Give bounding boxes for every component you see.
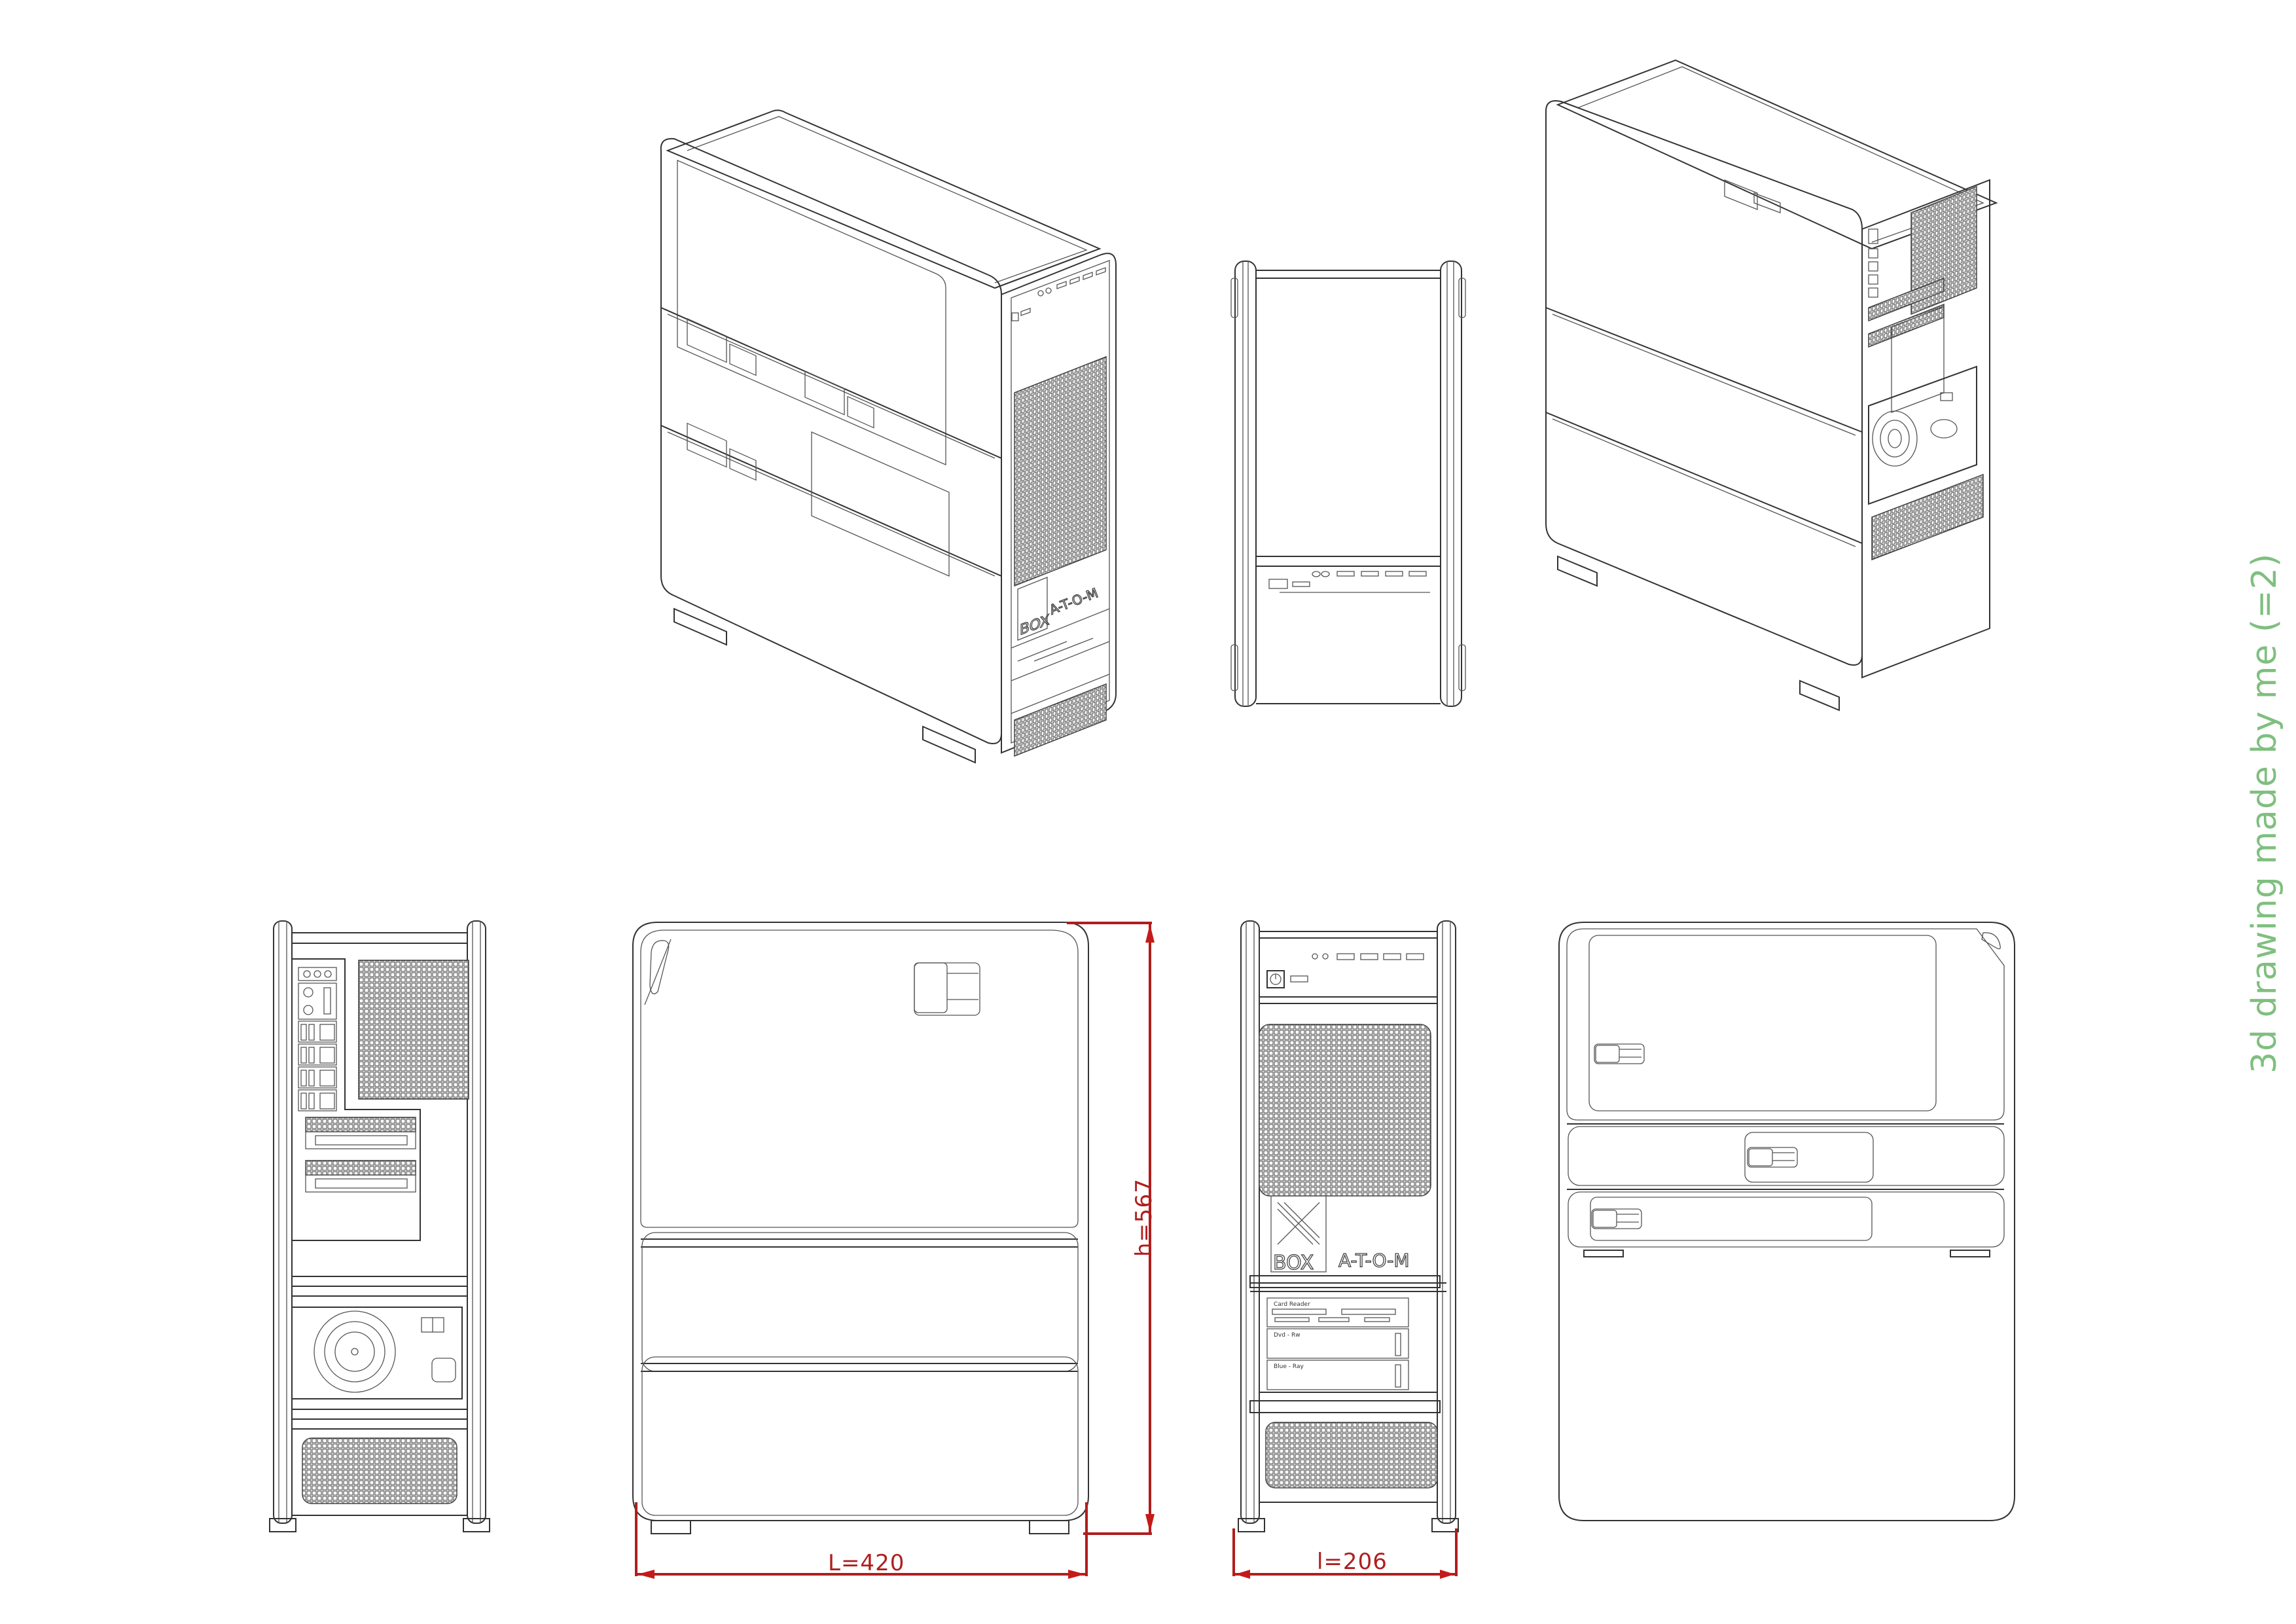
rear-audio-jacks xyxy=(298,967,337,981)
front-audio-jacks xyxy=(1312,953,1329,960)
expansion-card-1 xyxy=(305,1117,416,1149)
power-button[interactable] xyxy=(1266,970,1285,988)
bay-dvd-rw[interactable]: Dvd - Rw xyxy=(1266,1328,1409,1359)
front-usb-ports[interactable] xyxy=(1336,953,1424,960)
width-dimension-label: l=206 xyxy=(1317,1549,1388,1575)
svg-text:Dvd - Rw: Dvd - Rw xyxy=(1274,1332,1300,1339)
rear-exhaust-grille xyxy=(358,960,469,1100)
drawer-handle-1[interactable] xyxy=(1747,1147,1798,1168)
front-bottom-grille xyxy=(1265,1422,1438,1489)
top-view xyxy=(1230,259,1466,710)
length-dimension-label: L=420 xyxy=(828,1550,905,1576)
brand-logo: BOX xyxy=(1270,1195,1327,1275)
side-panel-handle[interactable] xyxy=(914,962,980,1016)
bay-blu-ray[interactable]: Blue - Ray xyxy=(1266,1360,1409,1390)
right-side-view xyxy=(1558,920,2016,1535)
author-caption: 3d drawing made by me (=2) xyxy=(2245,552,2284,1074)
left-side-view xyxy=(632,920,1090,1535)
model-name: A-T-O-M xyxy=(1338,1250,1410,1271)
rear-video-port xyxy=(298,983,337,1020)
front-usb-single[interactable] xyxy=(1290,975,1308,983)
svg-text:BOX: BOX xyxy=(1273,1252,1314,1274)
svg-text:Card Reader: Card Reader xyxy=(1274,1301,1310,1308)
expansion-card-2 xyxy=(305,1160,416,1193)
rear-bottom-grille xyxy=(302,1437,457,1504)
iso-back-view xyxy=(1538,46,2003,812)
psu xyxy=(291,1307,463,1399)
bay-card-reader[interactable]: Card Reader xyxy=(1266,1297,1409,1327)
drawer-handle-2[interactable] xyxy=(1591,1208,1642,1229)
iso-front-view: BOX A-T-O-M xyxy=(648,52,1132,812)
rear-usb-ports xyxy=(298,1020,337,1111)
svg-text:Blue - Ray: Blue - Ray xyxy=(1274,1363,1304,1370)
front-view: BOX A-T-O-M Card Reader Dvd - Rw Blue - … xyxy=(1237,920,1460,1535)
iec-power-socket xyxy=(431,1358,456,1382)
side-door-handle[interactable] xyxy=(1594,1043,1645,1064)
height-dimension-label: h=567 xyxy=(1131,1178,1157,1257)
rear-view xyxy=(269,920,490,1535)
front-intake-grille xyxy=(1259,1024,1431,1197)
